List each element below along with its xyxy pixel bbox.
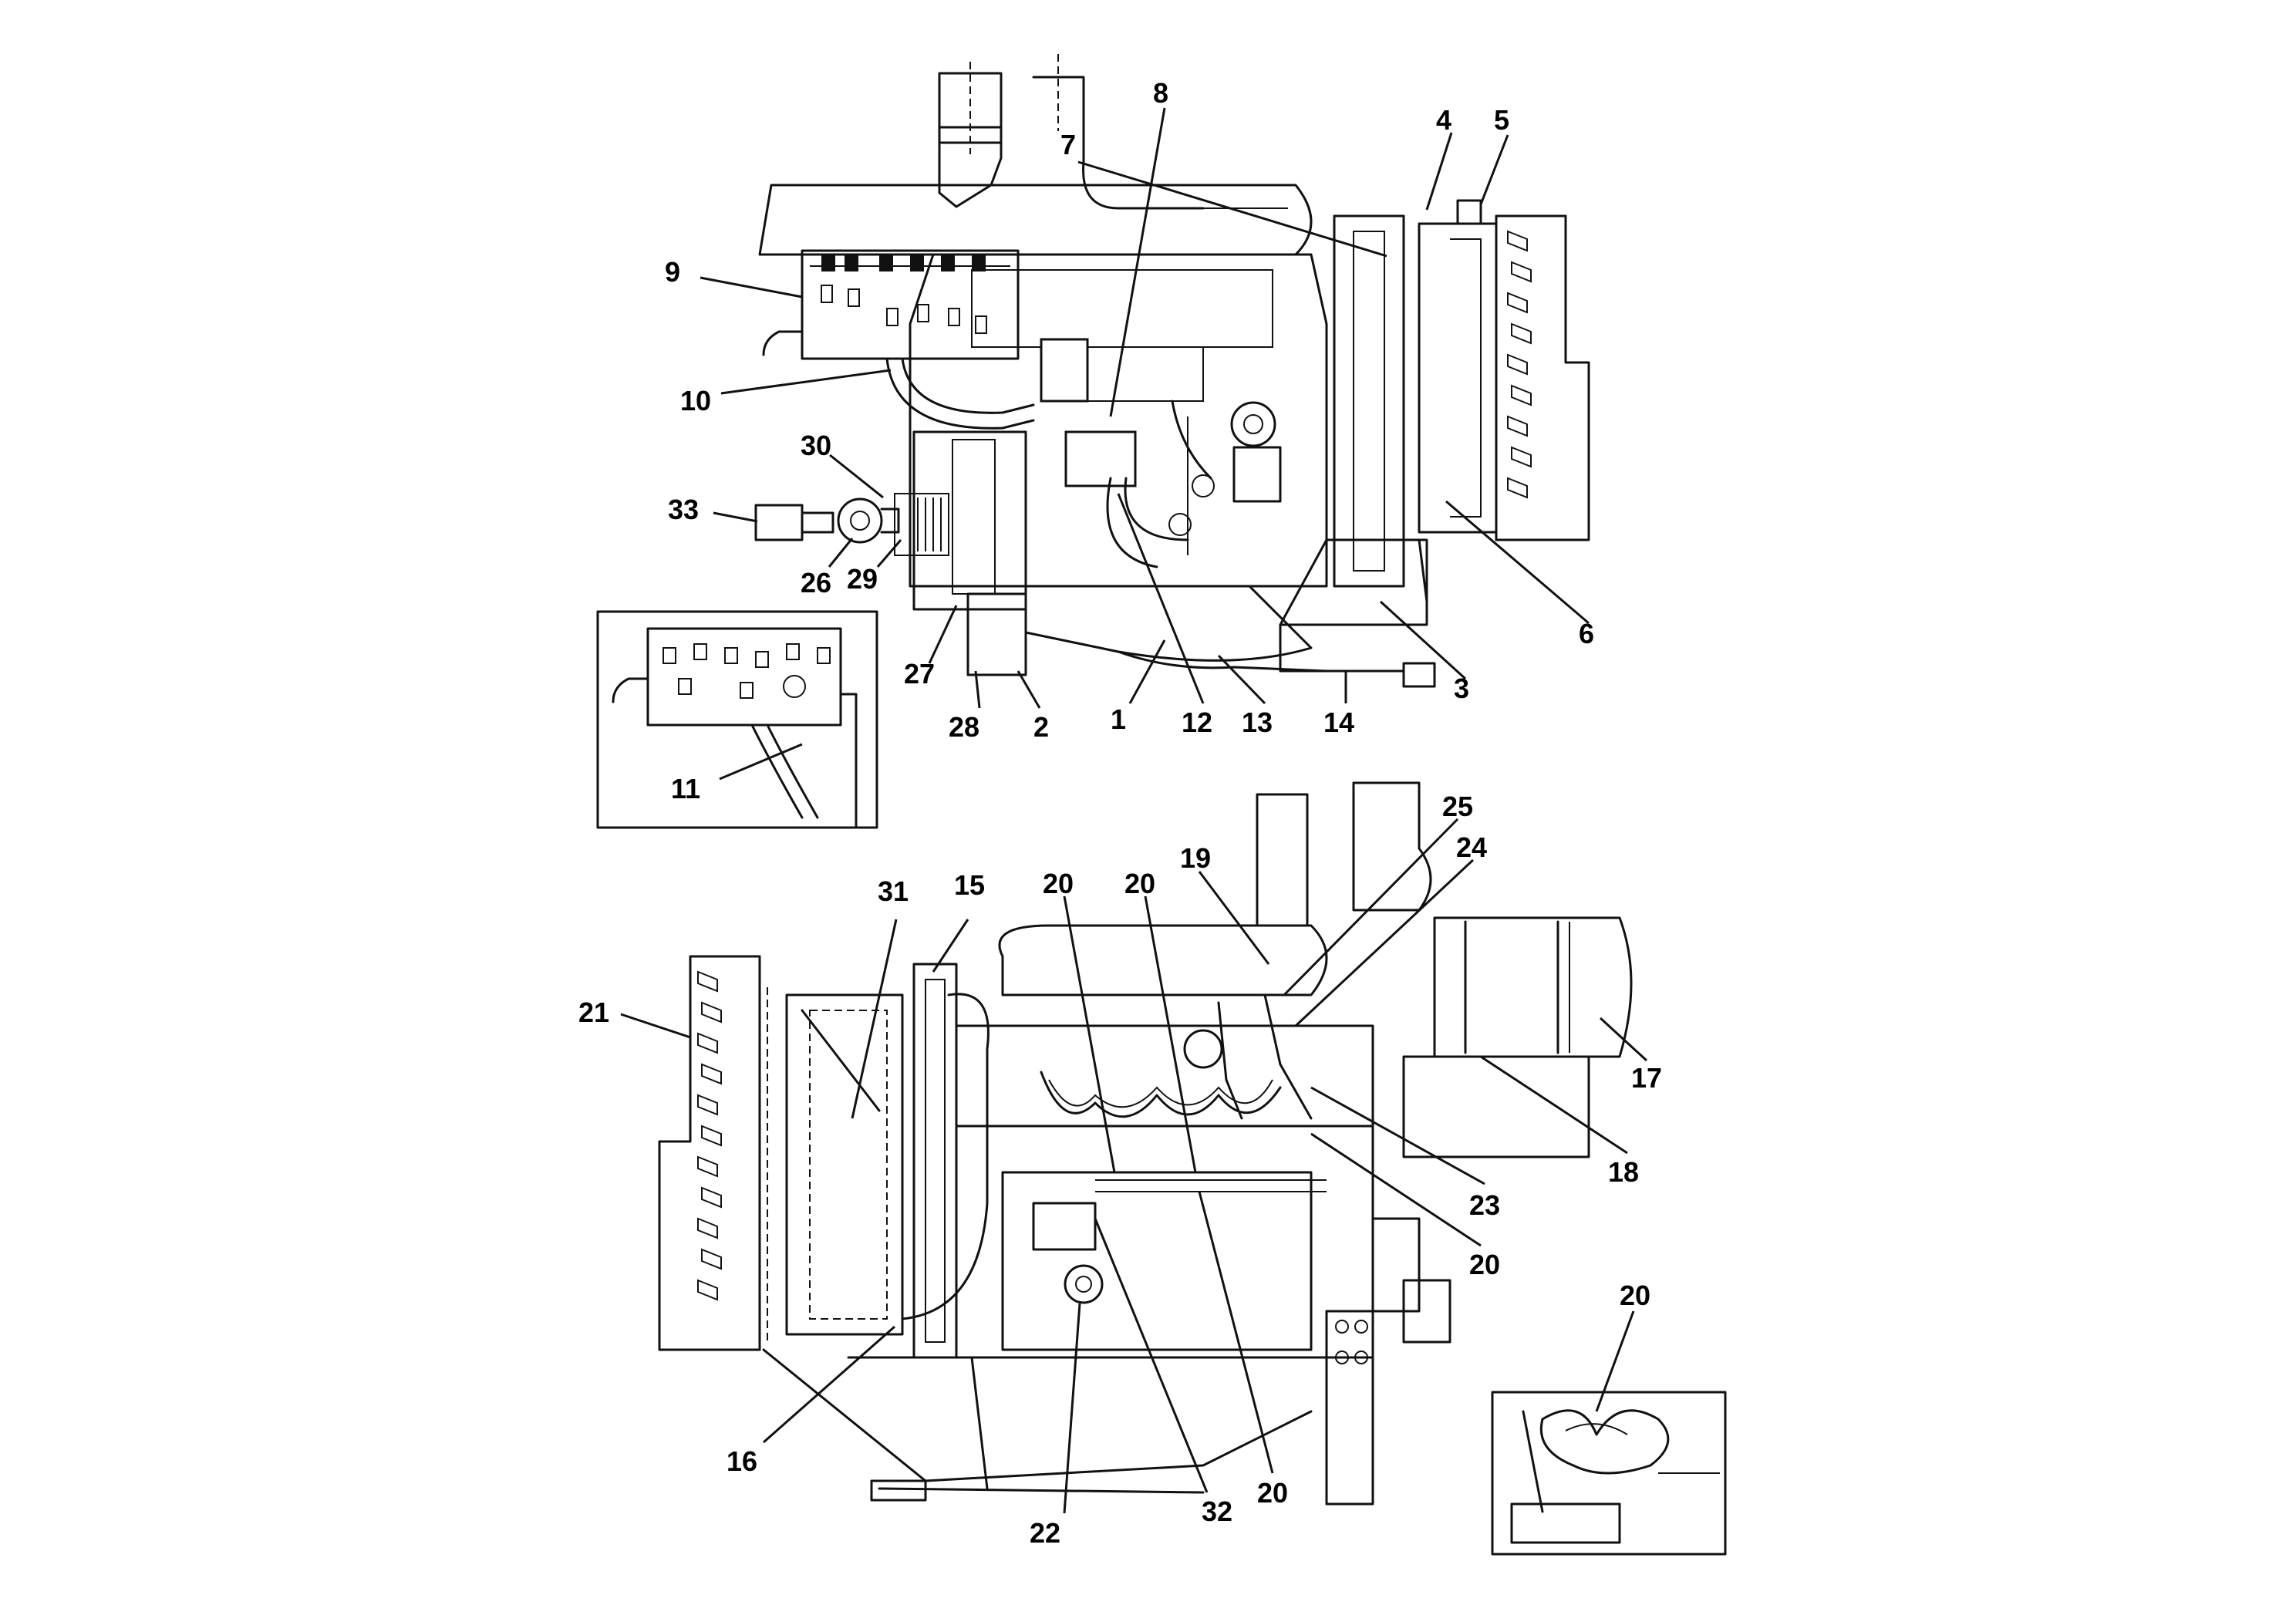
- callout-label: 20: [1620, 1280, 1650, 1311]
- callout-label: 5: [1494, 104, 1509, 136]
- callout-label: 18: [1608, 1156, 1639, 1188]
- callout-label: 22: [1030, 1517, 1060, 1549]
- callout-label: 20: [1257, 1477, 1288, 1509]
- callout-label: 29: [847, 563, 878, 595]
- callout-label: 19: [1180, 842, 1211, 874]
- top-engine-view: [754, 54, 1590, 688]
- callout-label: 6: [1579, 618, 1594, 649]
- bottom-inset-detail: [1491, 1391, 1727, 1556]
- callout-label: 28: [949, 711, 979, 743]
- callout-label: 10: [680, 385, 711, 416]
- callout-label: 11: [671, 773, 700, 804]
- callout-label: 7: [1060, 129, 1076, 160]
- callout-label: 15: [954, 869, 985, 901]
- callout-label: 17: [1631, 1062, 1662, 1094]
- callout-label: 14: [1323, 706, 1354, 738]
- callout-label: 23: [1469, 1189, 1500, 1221]
- callout-label: 33: [668, 494, 699, 525]
- callout-label: 25: [1442, 791, 1473, 822]
- callout-label: 20: [1469, 1249, 1500, 1280]
- callout-label: 20: [1124, 868, 1155, 899]
- top-inset-detail: [596, 610, 878, 829]
- callout-label: 20: [1043, 868, 1074, 899]
- callout-label: 4: [1436, 104, 1451, 136]
- callout-label: 1: [1111, 703, 1126, 735]
- callout-label: 13: [1242, 706, 1273, 738]
- callout-label: 32: [1202, 1496, 1232, 1527]
- callout-label: 8: [1153, 77, 1168, 109]
- callout-label: 2: [1033, 711, 1049, 743]
- callout-label: 27: [904, 658, 935, 690]
- callout-label: 21: [578, 996, 609, 1028]
- callout-label: 26: [801, 567, 831, 599]
- callout-label: 9: [665, 256, 680, 288]
- callout-labels: 8 4 5 7 9 10 30 33 26 29 6 27 3 1 12 13 …: [578, 77, 1662, 1549]
- callout-label: 16: [727, 1445, 757, 1477]
- callout-label: 30: [801, 430, 831, 461]
- callout-label: 24: [1456, 831, 1487, 863]
- leader-lines: [620, 107, 1648, 1514]
- callout-label: 3: [1454, 673, 1469, 704]
- bottom-engine-view: [658, 781, 1633, 1506]
- callout-label: 12: [1182, 706, 1212, 738]
- callout-label: 31: [878, 875, 909, 907]
